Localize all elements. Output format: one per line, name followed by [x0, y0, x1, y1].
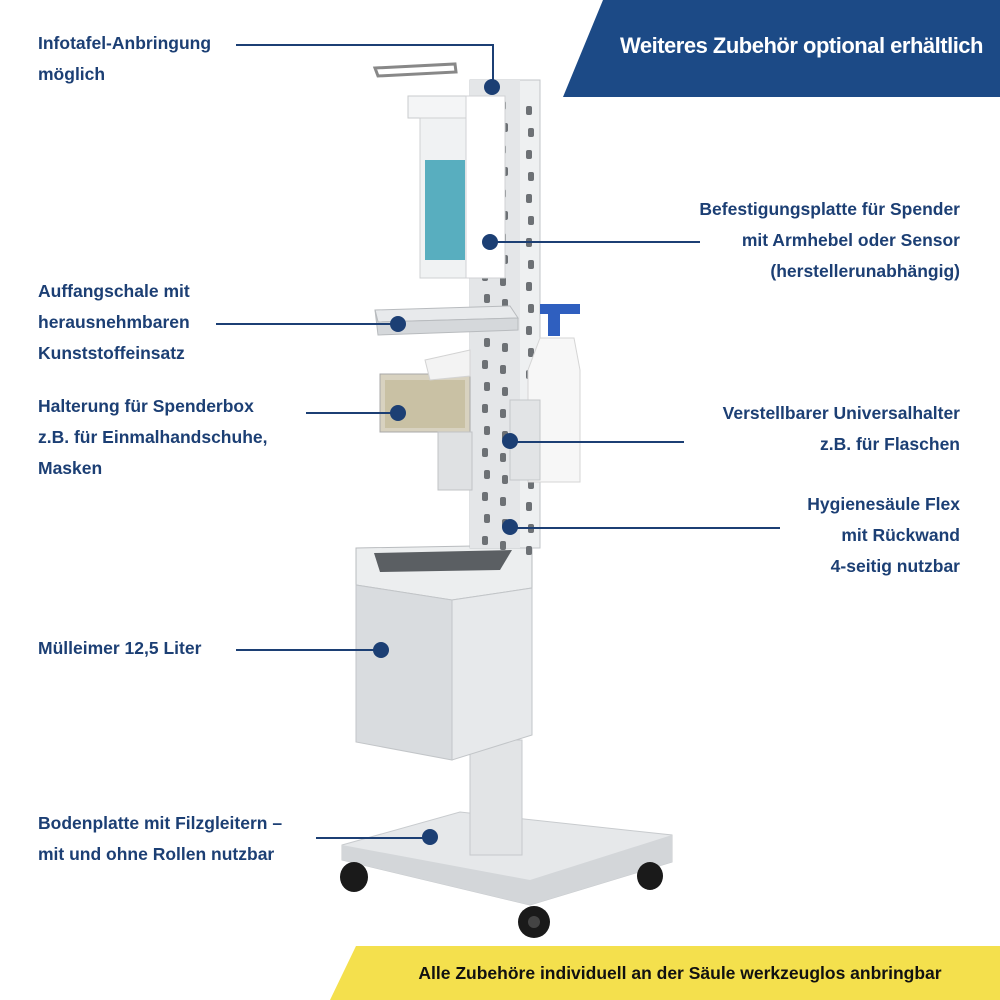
- footer-banner-shape: [330, 946, 1000, 1000]
- callout-line: Bodenplatte mit Filzgleitern –: [38, 813, 283, 833]
- column-perforation-hole: [484, 382, 490, 391]
- callout-info-board-leader: [236, 44, 494, 46]
- callout-mounting-plate-marker: [482, 234, 498, 250]
- column-perforation-hole: [484, 338, 490, 347]
- column-perforation-hole: [484, 470, 490, 479]
- column-perforation-hole: [484, 426, 490, 435]
- callout-universal-holder-marker: [502, 433, 518, 449]
- callout-box-holder-marker: [390, 405, 406, 421]
- callout-line: mit Armhebel oder Sensor: [741, 230, 960, 250]
- column-perforation-hole: [526, 150, 532, 159]
- column-perforation-hole: [482, 360, 488, 369]
- callout-waste-bin-marker: [373, 642, 389, 658]
- column-perforation-hole: [482, 536, 488, 545]
- callout-line: Kunststoffeinsatz: [38, 343, 185, 363]
- column-base: [469, 739, 523, 856]
- callout-line: 4-seitig nutzbar: [830, 556, 960, 576]
- callout-line: Hygienesäule Flex: [807, 494, 960, 514]
- spray-bottle: [509, 304, 581, 483]
- column-perforation-hole: [500, 453, 506, 462]
- callout-line: (herstellerunabhängig): [770, 261, 960, 281]
- callout-box-holder-leader: [306, 412, 396, 414]
- column-perforation-hole: [502, 387, 508, 396]
- column-perforation-hole: [526, 326, 532, 335]
- column-perforation-hole: [528, 260, 534, 269]
- callout-line: möglich: [38, 64, 106, 84]
- callout-line: Verstellbarer Universalhalter: [722, 403, 960, 423]
- callout-line: Mülleimer 12,5 Liter: [38, 638, 202, 658]
- soap-dispenser: [372, 62, 506, 279]
- callout-line: mit Rückwand: [841, 525, 960, 545]
- callout-floor-plate-label: Bodenplatte mit Filzgleitern – mit und o…: [38, 808, 282, 870]
- drip-tray: [374, 305, 519, 336]
- callout-info-board-label: Infotafel-Anbringung möglich: [38, 28, 211, 90]
- column-perforation-hole: [482, 404, 488, 413]
- callout-info-board-marker: [484, 79, 500, 95]
- waste-bin: [355, 544, 533, 761]
- callout-info-board-leader: [492, 44, 494, 86]
- column-perforation-hole: [500, 277, 506, 286]
- callout-drip-tray-leader: [216, 323, 396, 325]
- callout-mounting-plate-label: Befestigungsplatte für Spender mit Armhe…: [699, 194, 960, 287]
- callout-line: Halterung für Spenderbox: [38, 396, 254, 416]
- callout-drip-tray-marker: [390, 316, 406, 332]
- column-perforation-hole: [528, 172, 534, 181]
- footer-banner: Alle Zubehöre individuell an der Säule w…: [330, 946, 1000, 1000]
- callout-floor-plate-leader: [316, 837, 428, 839]
- box-holder: [379, 349, 473, 491]
- header-banner-text: Weiteres Zubehör optional erhältlich: [620, 33, 983, 58]
- callout-floor-plate-marker: [422, 829, 438, 845]
- column-perforation-hole: [500, 541, 506, 550]
- callout-line: z.B. für Flaschen: [819, 434, 960, 454]
- column-perforation-hole: [526, 502, 532, 511]
- callout-line: Auffangschale mit: [38, 281, 190, 301]
- column-perforation-hole: [526, 106, 532, 115]
- column-perforation-hole: [500, 409, 506, 418]
- column-perforation-hole: [526, 282, 532, 291]
- callout-universal-holder-label: Verstellbarer Universalhalter z.B. für F…: [723, 398, 960, 460]
- callout-line: mit und ohne Rollen nutzbar: [38, 844, 275, 864]
- column-perforation-hole: [500, 497, 506, 506]
- column-perforation-hole: [526, 546, 532, 555]
- callout-column-marker: [502, 519, 518, 535]
- callout-column-label: Hygienesäule Flex mit Rückwand 4-seitig …: [807, 489, 960, 582]
- caster-wheels: [340, 862, 663, 938]
- column-perforation-hole: [484, 514, 490, 523]
- header-banner: Weiteres Zubehör optional erhältlich: [563, 0, 1000, 97]
- column-perforation-hole: [528, 348, 534, 357]
- callout-waste-bin-leader: [236, 649, 380, 651]
- callout-line: Befestigungsplatte für Spender: [699, 199, 960, 219]
- column-perforation-hole: [502, 343, 508, 352]
- callout-line: Infotafel-Anbringung: [38, 33, 212, 53]
- callout-line: z.B. für Einmalhandschuhe,: [38, 427, 268, 447]
- callout-line: herausnehmbaren: [38, 312, 190, 332]
- column-perforation-hole: [502, 475, 508, 484]
- column-perforation-hole: [482, 448, 488, 457]
- callout-box-holder-label: Halterung für Spenderbox z.B. für Einmal…: [38, 391, 267, 484]
- callout-line: Masken: [38, 458, 103, 478]
- callout-column-leader: [515, 527, 780, 529]
- column-perforation-hole: [528, 304, 534, 313]
- header-banner-shape: [563, 0, 1000, 97]
- column-perforation-hole: [484, 294, 490, 303]
- callout-universal-holder-leader: [516, 441, 684, 443]
- footer-banner-text: Alle Zubehöre individuell an der Säule w…: [418, 963, 942, 983]
- column-perforation-hole: [500, 365, 506, 374]
- column-perforation-hole: [526, 194, 532, 203]
- callout-mounting-plate-leader: [495, 241, 700, 243]
- column-perforation-hole: [482, 492, 488, 501]
- column-perforation-hole: [528, 128, 534, 137]
- callout-waste-bin-label: Mülleimer 12,5 Liter: [38, 633, 201, 664]
- callout-drip-tray-label: Auffangschale mit herausnehmbaren Kunsts…: [38, 276, 190, 369]
- column-perforation-hole: [528, 216, 534, 225]
